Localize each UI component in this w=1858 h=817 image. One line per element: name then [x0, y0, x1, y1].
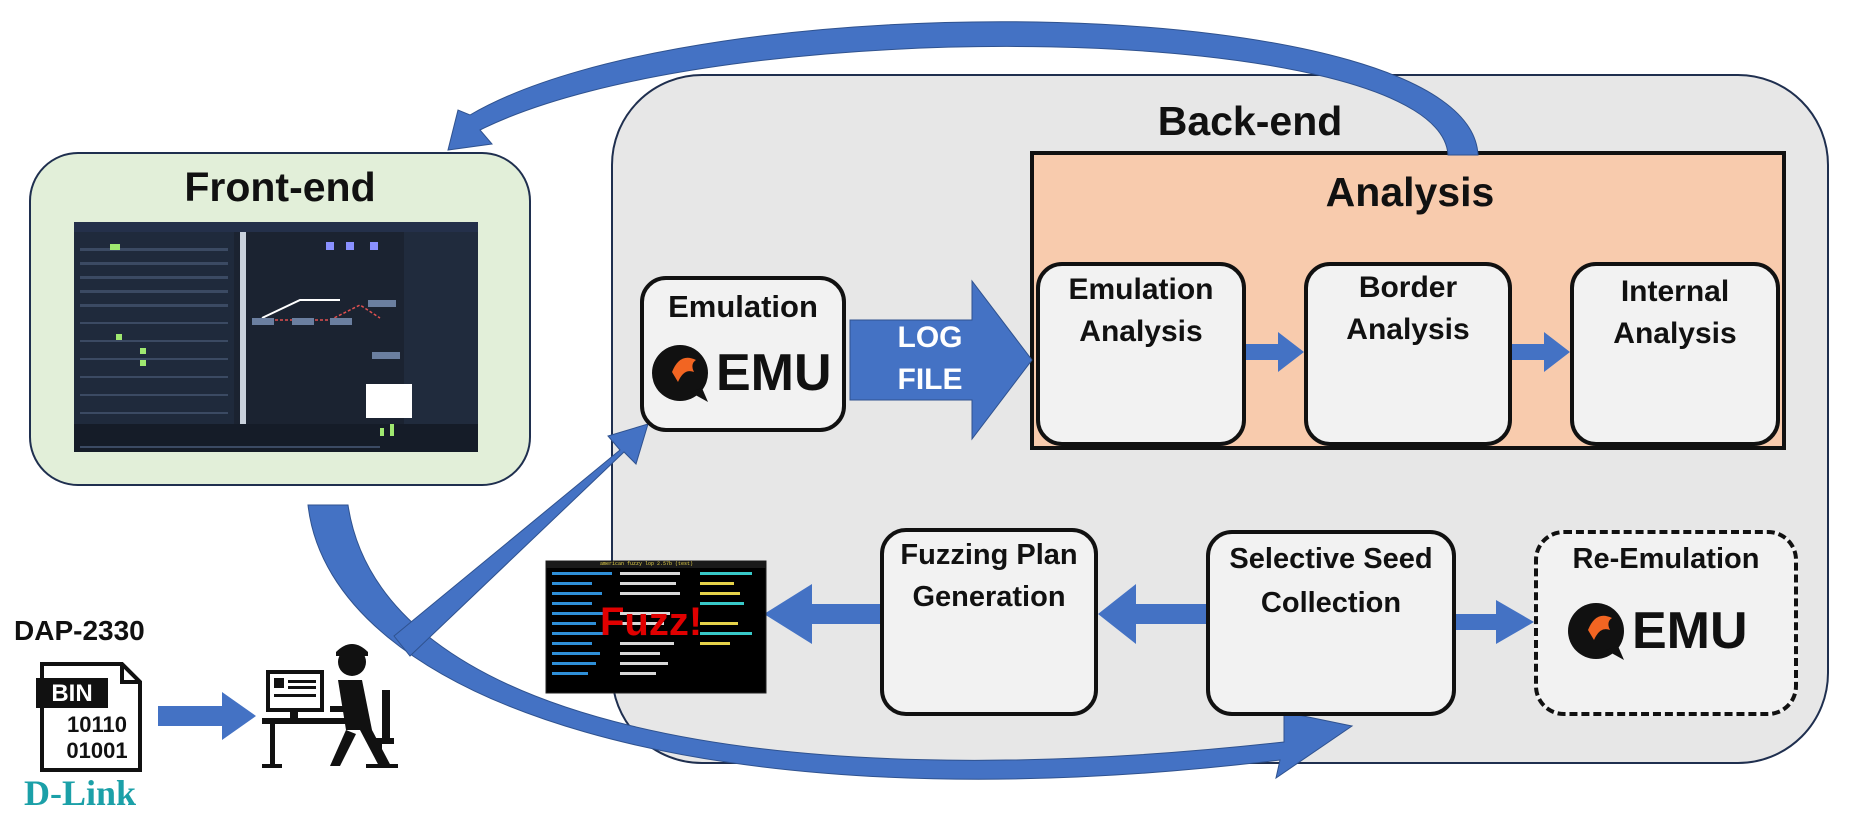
plan-to-fuzz-arrow	[764, 584, 880, 644]
internal-analysis-label-line2: Analysis	[1613, 317, 1737, 350]
stage-arrow-1	[1246, 332, 1304, 372]
qemu-emblem-icon	[652, 345, 708, 402]
fuzz-terminal-header: american fuzzy lop 2.57b (test)	[600, 561, 694, 567]
dlink-logo: D-Link	[24, 773, 137, 813]
qemu-logo: EMU	[650, 342, 832, 404]
emulation-analysis-label-line2: Analysis	[1079, 315, 1203, 348]
user-workstation-icon	[262, 644, 398, 768]
internal-analysis-box	[1570, 262, 1780, 446]
log-file-label-line2: FILE	[897, 363, 963, 396]
analysis-title: Analysis	[1325, 169, 1495, 215]
qemu-logo-text: EMU	[716, 344, 832, 402]
emulation-title: Emulation	[668, 289, 818, 324]
device-model: DAP-2330	[14, 615, 145, 646]
emulation-analysis-label-line1: Emulation	[1068, 273, 1214, 306]
log-file-label-line1: LOG	[897, 321, 963, 354]
fuzzing-plan-box	[880, 528, 1098, 716]
seed-arc-arrow	[307, 504, 1354, 780]
border-analysis-label-line2: Analysis	[1346, 313, 1470, 346]
user-to-emulation-arrow	[393, 423, 649, 657]
seed-collection-label-line1: Selective Seed	[1229, 543, 1433, 575]
fuzz-terminal	[545, 560, 767, 694]
bits-line1: 10110	[67, 712, 127, 737]
border-analysis-label-line1: Border	[1358, 271, 1458, 304]
seed-to-reemulation-arrow	[1456, 600, 1534, 644]
seed-collection-label-line2: Collection	[1260, 587, 1402, 619]
feedback-arc-arrow	[447, 21, 1479, 156]
log-file-arrow	[849, 279, 1033, 441]
bits-line2: 01001	[66, 738, 128, 763]
bin-label: BIN	[51, 680, 93, 707]
border-analysis-box	[1304, 262, 1512, 446]
internal-analysis-label-line1: Internal	[1620, 275, 1730, 308]
qemu-logo-text: EMU	[1632, 602, 1748, 660]
fuzzing-plan-label-line1: Fuzzing Plan	[900, 539, 1078, 571]
emulation-analysis-box	[1036, 262, 1246, 446]
qemu-emblem-icon	[1568, 603, 1624, 660]
fuzzing-plan-label-line2: Generation	[912, 581, 1066, 613]
stage-arrow-2	[1512, 332, 1570, 372]
qemu-logo: EMU	[1566, 600, 1748, 662]
bin-file-icon	[36, 662, 142, 772]
backend-title: Back-end	[1157, 98, 1343, 144]
seed-to-plan-arrow	[1098, 584, 1206, 644]
frontend-title: Front-end	[184, 164, 376, 210]
fuzz-overlay-text: Fuzz!	[600, 600, 703, 644]
frontend-screenshot	[74, 222, 478, 452]
reemulation-title: Re-Emulation	[1572, 543, 1760, 575]
binary-to-user-arrow	[158, 692, 256, 740]
seed-collection-box	[1206, 530, 1456, 716]
